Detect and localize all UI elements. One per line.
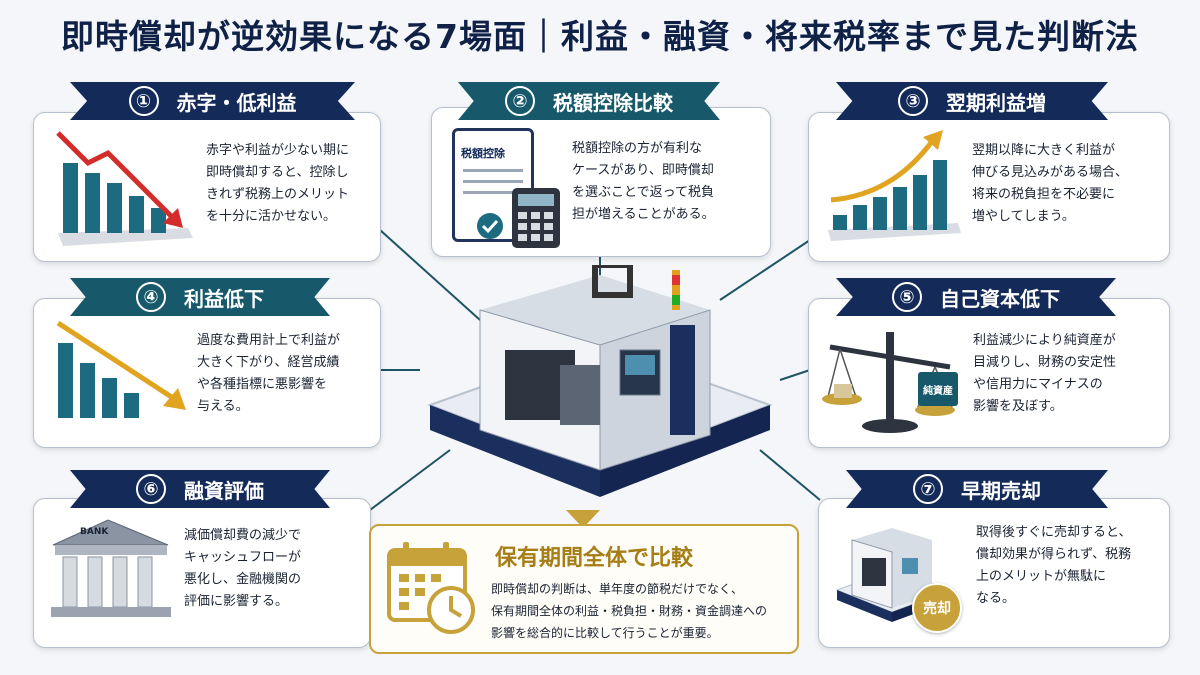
bank-sign: BANK <box>80 527 109 537</box>
card-7-text: 取得後すぐに売却すると、 償却効果が得られず、税務 上のメリットが無駄に なる。 <box>976 525 1132 606</box>
number-badge: ② <box>505 86 535 116</box>
page-title: 即時償却が逆効果になる7場面｜利益・融資・将来税率まで見た判断法 <box>61 17 1139 56</box>
banner-label: 融資評価 <box>184 478 264 503</box>
banner-label: 自己資本低下 <box>940 286 1060 311</box>
banner-6: ⑥ 融資評価 <box>70 470 330 508</box>
rising-bar-chart-icon <box>828 130 961 241</box>
cnc-machine-illustration <box>427 265 773 497</box>
number-badge: ⑤ <box>892 282 922 312</box>
banner-label: 早期売却 <box>961 478 1041 503</box>
banner-label: 利益低下 <box>184 286 264 311</box>
card-2-text: 税額控除の方が有利な ケースがあり、即時償却 を選ぶことで返って税負 担が増える… <box>572 141 715 222</box>
calculator-icon <box>512 188 560 248</box>
sale-badge: 売却 <box>912 583 962 633</box>
card-5-text: 利益減少により純資産が 目減りし、財務の安定性 や信用力にマイナスの 影響を及ぼ… <box>973 333 1117 414</box>
clipboard-label: 税額控除 <box>461 147 505 160</box>
number-badge: ① <box>128 86 159 116</box>
small-machine-icon <box>835 528 954 622</box>
summary-title: 保有期間全体で比較 <box>495 546 694 571</box>
summary-box: 保有期間全体で比較 即時償却の判断は、単年度の節税だけでなく、 保有期間全体の利… <box>369 524 799 654</box>
summary-text: 即時償却の判断は、単年度の節税だけでなく、 保有期間全体の利益・税負担・財務・資… <box>491 582 768 640</box>
number-badge: ⑦ <box>913 474 943 504</box>
down-pointer <box>566 510 600 528</box>
banner-3: ③ 翌期利益増 <box>836 82 1108 120</box>
number-badge: ④ <box>136 282 166 312</box>
calendar-clock-icon <box>387 542 475 634</box>
bank-icon <box>51 519 171 617</box>
check-icon <box>477 213 503 239</box>
banner-1: ① 赤字・低利益 <box>70 82 355 120</box>
sale-badge-label: 売却 <box>923 601 951 617</box>
banner-7: ⑦ 早期売却 <box>846 470 1108 508</box>
card-6-text: 減価償却費の減少で キャッシュフローが 悪化し、金融機関の 評価に影響する。 <box>184 528 302 609</box>
banner-label: 赤字・低利益 <box>176 90 297 115</box>
banner-4: ④ 利益低下 <box>70 278 330 316</box>
card-3-text: 翌期以降に大きく利益が 伸びる見込みがある場合、 将来の税負担を不必要に 増やし… <box>972 143 1129 224</box>
scale-label-box: 純資産 <box>918 372 958 406</box>
card-1-text: 赤字や利益が少ない期に 即時償却すると、控除し きれず税務上のメリット を十分に… <box>206 143 350 224</box>
number-badge: ③ <box>898 86 928 116</box>
scale-label: 純資産 <box>923 385 953 397</box>
banner-label: 翌期利益増 <box>946 90 1046 115</box>
declining-bar-chart-icon <box>56 131 193 246</box>
banner-5: ⑤ 自己資本低下 <box>836 278 1116 316</box>
card-4-text: 過度な費用計上で利益が 大きく下がり、経営成績 や各種指標に悪影響を 与える。 <box>197 333 341 414</box>
banner-2: ② 税額控除比較 <box>458 82 720 120</box>
banner-label: 税額控除比較 <box>553 90 673 115</box>
number-badge: ⑥ <box>136 474 166 504</box>
down-arrow-chart-icon <box>56 320 186 418</box>
